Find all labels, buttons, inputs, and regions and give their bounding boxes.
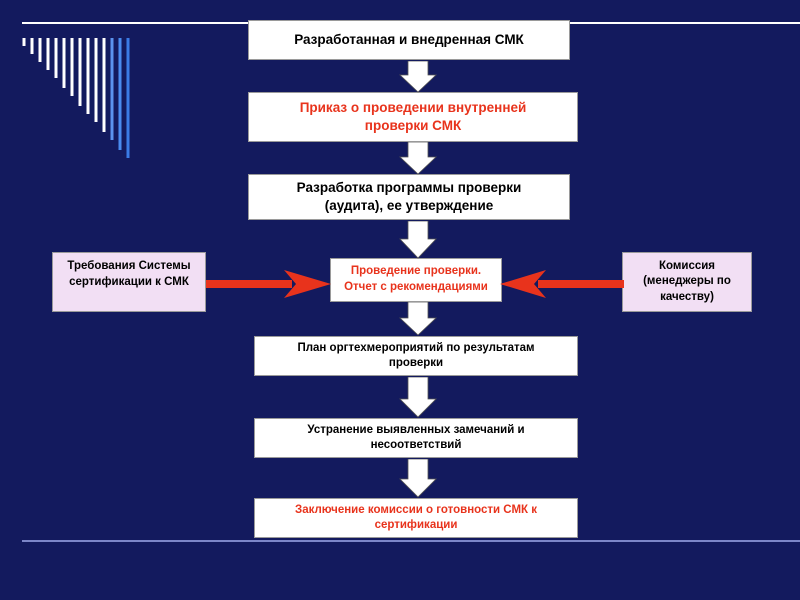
step-developed-qms: Разработанная и внедренная СМК: [248, 20, 570, 60]
step-commission-conclusion: Заключение комиссии о готовности СМК к с…: [254, 498, 578, 538]
decorative-stripes: [22, 38, 130, 158]
top-rule-left: [22, 22, 250, 24]
down-arrow-icon: [398, 61, 438, 93]
step-eliminate-issues: Устранение выявленных замечаний и несоот…: [254, 418, 578, 458]
step-order-internal-audit: Приказ о проведении внутренней проверки …: [248, 92, 578, 142]
step-audit-program-label: Разработка программы проверки (аудита), …: [296, 180, 522, 213]
step-eliminate-issues-label: Устранение выявленных замечаний и несоот…: [307, 424, 525, 451]
bottom-rule: [22, 540, 800, 542]
commission-box-label: Комиссия (менеджеры по качеству): [643, 259, 731, 303]
left-arrow-icon: [500, 270, 624, 298]
step-action-plan-label: План оргтехмероприятий по результатам пр…: [297, 342, 535, 369]
top-rule-right: [570, 22, 800, 24]
right-arrow-icon: [206, 270, 331, 298]
requirements-box-label: Требования Системы сертификации к СМК: [67, 260, 191, 288]
commission-box: Комиссия (менеджеры по качеству): [622, 252, 752, 312]
step-audit-program: Разработка программы проверки (аудита), …: [248, 174, 570, 220]
down-arrow-icon: [398, 142, 438, 175]
down-arrow-icon: [398, 302, 438, 336]
down-arrow-icon: [399, 221, 437, 259]
step-conduct-audit-label: Проведение проверки. Отчет с рекомендаци…: [344, 265, 488, 294]
step-conduct-audit: Проведение проверки. Отчет с рекомендаци…: [330, 258, 502, 302]
down-arrow-icon: [399, 459, 437, 498]
step-order-internal-audit-label: Приказ о проведении внутренней проверки …: [299, 100, 527, 133]
step-commission-conclusion-label: Заключение комиссии о готовности СМК к с…: [294, 504, 538, 531]
step-developed-qms-label: Разработанная и внедренная СМК: [294, 32, 524, 48]
requirements-box: Требования Системы сертификации к СМК: [52, 252, 206, 312]
step-action-plan: План оргтехмероприятий по результатам пр…: [254, 336, 578, 376]
down-arrow-icon: [399, 377, 437, 418]
